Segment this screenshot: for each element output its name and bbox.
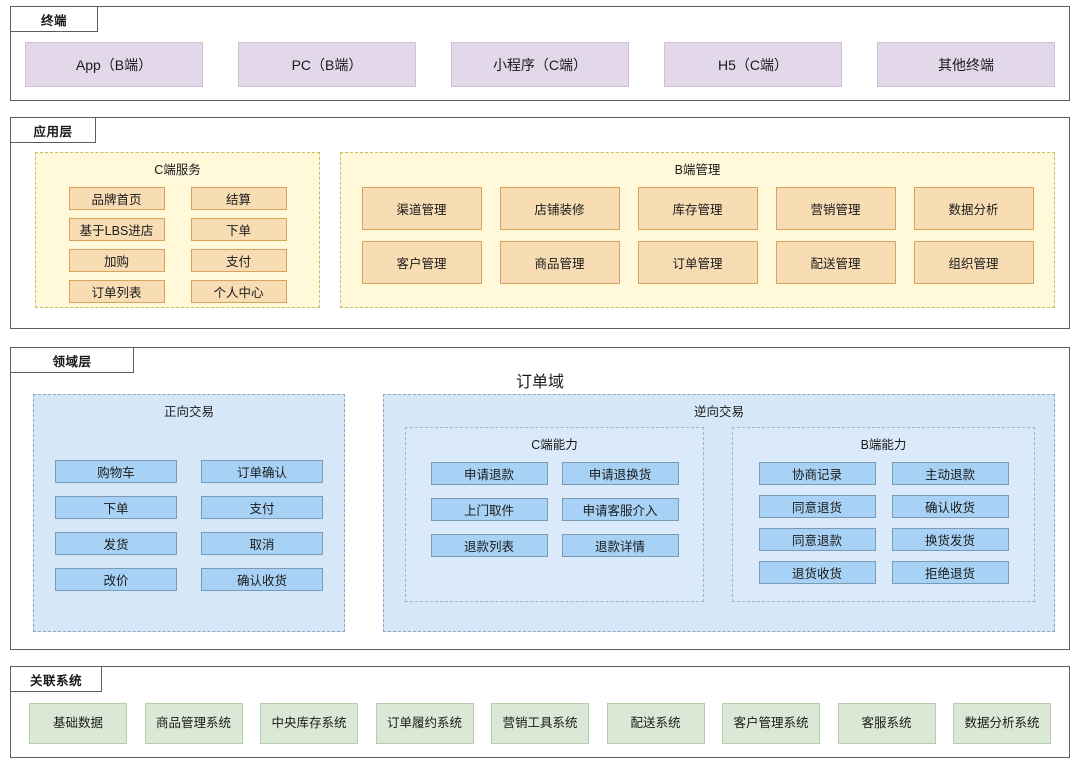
app-item-customer-management[interactable]: 客户管理: [361, 241, 482, 284]
domain-layer-tab: 领域层: [10, 347, 134, 373]
domain-layer-title: 订单域: [515, 374, 564, 391]
domain-item-agree-refund[interactable]: 同意退款: [758, 528, 876, 551]
related-systems-layer-tab: 关联系统: [10, 666, 102, 692]
domain-item-ship-goods[interactable]: 发货: [55, 532, 177, 555]
domain-item-refund-list[interactable]: 退款列表: [430, 534, 548, 557]
domain-item-order-confirm[interactable]: 订单确认: [201, 460, 323, 483]
domain-item-negotiation-record[interactable]: 协商记录: [758, 462, 876, 485]
subgroup-c-ability-grid: 申请退款 申请退换货 上门取件 申请客服介入 退款列表 退款详情: [406, 462, 703, 557]
app-item-marketing-management[interactable]: 营销管理: [775, 187, 896, 230]
subgroup-c-ability: C端能力 申请退款 申请退换货 上门取件 申请客服介入 退款列表 退款详情: [405, 427, 704, 602]
domain-item-apply-refund[interactable]: 申请退款: [430, 462, 548, 485]
application-layer: 应用层 C端服务 品牌首页 结算 基于LBS进店 下单 加购 支付 订单列表 个…: [10, 117, 1070, 329]
group-c-service-title: C端服务: [154, 163, 201, 177]
group-forward-trade-title: 正向交易: [163, 405, 214, 419]
subgroup-b-ability-title: B端能力: [860, 438, 907, 452]
domain-item-agree-return[interactable]: 同意退货: [758, 495, 876, 518]
subgroup-b-ability-grid: 协商记录 主动退款 同意退货 确认收货 同意退款 换货发货 退货收货 拒绝退货: [733, 462, 1034, 584]
related-systems-layer-tab-label: 关联系统: [29, 673, 82, 688]
app-item-organization-management[interactable]: 组织管理: [913, 241, 1034, 284]
app-item-delivery-management[interactable]: 配送管理: [775, 241, 896, 284]
app-item-payment[interactable]: 支付: [190, 249, 287, 272]
app-item-brand-home[interactable]: 品牌首页: [68, 187, 165, 210]
app-item-add-to-cart[interactable]: 加购: [68, 249, 165, 272]
related-item-basic-data[interactable]: 基础数据: [29, 703, 127, 744]
terminal-item-h5-c[interactable]: H5（C端）: [664, 42, 842, 87]
app-item-product-management[interactable]: 商品管理: [499, 241, 620, 284]
related-systems-layer: 关联系统 基础数据 商品管理系统 中央库存系统 订单履约系统 营销工具系统 配送…: [10, 666, 1070, 758]
domain-item-reject-return[interactable]: 拒绝退货: [891, 561, 1009, 584]
related-item-central-inventory-system[interactable]: 中央库存系统: [260, 703, 358, 744]
related-systems-row: 基础数据 商品管理系统 中央库存系统 订单履约系统 营销工具系统 配送系统 客户…: [29, 703, 1051, 744]
group-reverse-trade-title: 逆向交易: [693, 405, 744, 419]
app-item-inventory-management[interactable]: 库存管理: [637, 187, 758, 230]
domain-item-confirm-receipt-b[interactable]: 确认收货: [891, 495, 1009, 518]
terminal-layer-tab: 终端: [10, 6, 98, 32]
app-item-personal-center[interactable]: 个人中心: [190, 280, 287, 303]
terminal-item-miniprogram-c[interactable]: 小程序（C端）: [451, 42, 629, 87]
related-item-customer-management-system[interactable]: 客户管理系统: [722, 703, 820, 744]
app-item-order-management[interactable]: 订单管理: [637, 241, 758, 284]
group-reverse-trade: 逆向交易 C端能力 申请退款 申请退换货 上门取件 申请客服介入 退款列表 退款…: [383, 394, 1055, 632]
app-item-settlement[interactable]: 结算: [190, 187, 287, 210]
group-forward-trade-grid: 购物车 订单确认 下单 支付 发货 取消 改价 确认收货: [34, 460, 344, 591]
domain-layer: 领域层 订单域 正向交易 购物车 订单确认 下单 支付 发货 取消 改价 确认收…: [10, 347, 1070, 650]
app-item-place-order[interactable]: 下单: [190, 218, 287, 241]
terminal-items-row: App（B端） PC（B端） 小程序（C端） H5（C端） 其他终端: [25, 42, 1055, 87]
group-c-service: C端服务 品牌首页 结算 基于LBS进店 下单 加购 支付 订单列表 个人中心: [35, 152, 320, 308]
related-item-product-management-system[interactable]: 商品管理系统: [144, 703, 243, 744]
domain-item-place-order[interactable]: 下单: [55, 496, 177, 519]
domain-item-apply-support-intervene[interactable]: 申请客服介入: [561, 498, 679, 521]
subgroup-c-ability-title: C端能力: [531, 438, 578, 452]
domain-item-exchange-ship[interactable]: 换货发货: [891, 528, 1009, 551]
subgroup-b-ability: B端能力 协商记录 主动退款 同意退货 确认收货 同意退款 换货发货 退货收货 …: [732, 427, 1035, 602]
related-item-order-fulfillment-system[interactable]: 订单履约系统: [375, 703, 474, 744]
domain-item-door-pickup[interactable]: 上门取件: [430, 498, 548, 521]
terminal-item-pc-b[interactable]: PC（B端）: [238, 42, 416, 87]
domain-item-confirm-receipt[interactable]: 确认收货: [201, 568, 323, 591]
application-layer-tab-label: 应用层: [33, 124, 73, 139]
terminal-item-app-b[interactable]: App（B端）: [25, 42, 203, 87]
domain-item-cancel[interactable]: 取消: [201, 532, 323, 555]
domain-layer-tab-label: 领域层: [52, 354, 92, 369]
domain-item-refund-detail[interactable]: 退款详情: [561, 534, 679, 557]
app-item-order-list[interactable]: 订单列表: [68, 280, 165, 303]
group-forward-trade: 正向交易 购物车 订单确认 下单 支付 发货 取消 改价 确认收货: [33, 394, 345, 632]
app-item-data-analysis[interactable]: 数据分析: [913, 187, 1034, 230]
related-item-data-analysis-system[interactable]: 数据分析系统: [953, 703, 1051, 744]
terminal-item-other[interactable]: 其他终端: [877, 42, 1055, 87]
terminal-layer-tab-label: 终端: [40, 13, 67, 28]
group-c-service-grid: 品牌首页 结算 基于LBS进店 下单 加购 支付 订单列表 个人中心: [36, 187, 319, 303]
group-b-management-grid: 渠道管理 店铺装修 库存管理 营销管理 数据分析 客户管理 商品管理 订单管理 …: [341, 187, 1054, 284]
domain-item-shopping-cart[interactable]: 购物车: [55, 460, 177, 483]
app-item-channel-management[interactable]: 渠道管理: [361, 187, 482, 230]
group-b-management-title: B端管理: [674, 163, 721, 177]
app-item-store-decoration[interactable]: 店铺装修: [499, 187, 620, 230]
related-item-customer-service-system[interactable]: 客服系统: [837, 703, 936, 744]
group-b-management: B端管理 渠道管理 店铺装修 库存管理 营销管理 数据分析 客户管理 商品管理 …: [340, 152, 1055, 308]
related-item-marketing-tool-system[interactable]: 营销工具系统: [491, 703, 589, 744]
related-item-delivery-system[interactable]: 配送系统: [606, 703, 705, 744]
domain-item-active-refund[interactable]: 主动退款: [891, 462, 1009, 485]
application-layer-tab: 应用层: [10, 117, 96, 143]
domain-item-return-receive[interactable]: 退货收货: [758, 561, 876, 584]
app-item-lbs-enter-store[interactable]: 基于LBS进店: [68, 218, 165, 241]
domain-item-apply-return-exchange[interactable]: 申请退换货: [561, 462, 679, 485]
domain-item-change-price[interactable]: 改价: [55, 568, 177, 591]
terminal-layer: 终端 App（B端） PC（B端） 小程序（C端） H5（C端） 其他终端: [10, 6, 1070, 101]
domain-item-payment[interactable]: 支付: [201, 496, 323, 519]
